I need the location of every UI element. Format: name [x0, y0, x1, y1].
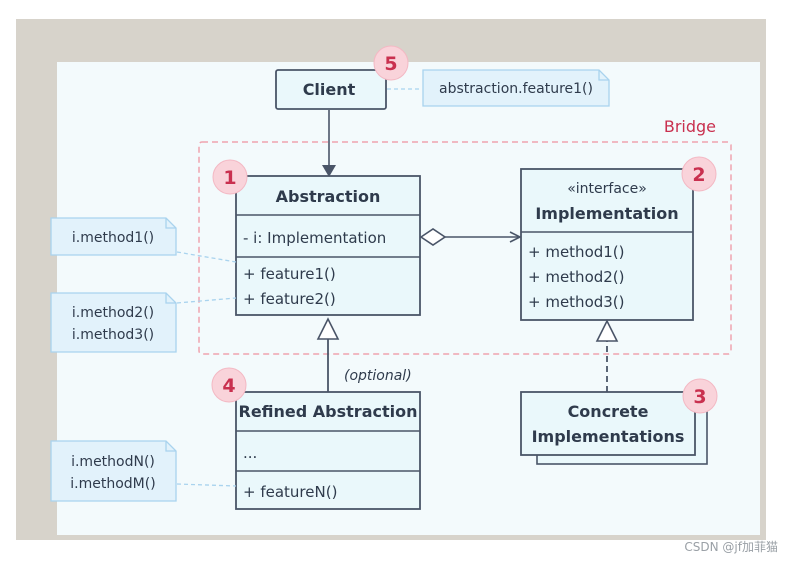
- implementation-method-1: + method1(): [528, 243, 625, 261]
- svg-text:3: 3: [693, 386, 706, 408]
- badge-5: 5: [373, 45, 409, 81]
- svg-text:i.method3(): i.method3(): [72, 327, 154, 343]
- inheritance-arrow: [316, 317, 340, 392]
- refined-title: Refined Abstraction: [239, 402, 418, 421]
- realization-arrow: [595, 319, 619, 392]
- svg-text:1: 1: [223, 167, 236, 189]
- note-feature2-connector: [176, 297, 237, 304]
- abstraction-method-2: + feature2(): [243, 290, 336, 308]
- abstraction-method-1: + feature1(): [243, 265, 336, 283]
- implementation-method-2: + method2(): [528, 268, 625, 286]
- svg-text:2: 2: [692, 164, 705, 186]
- badge-3: 3: [682, 378, 718, 414]
- aggregation-arrow: [419, 228, 520, 246]
- watermark-text: CSDN @jf加菲猫: [684, 540, 778, 554]
- bridge-region: [198, 141, 732, 355]
- client-box[interactable]: Client: [275, 69, 387, 110]
- abstraction-box[interactable]: Abstraction - i: Implementation + featur…: [235, 175, 421, 316]
- note-featureN: i.methodN() i.methodM(): [50, 440, 177, 502]
- client-label: Client: [303, 80, 356, 99]
- optional-label: (optional): [344, 368, 412, 384]
- bridge-label: Bridge: [664, 117, 716, 136]
- svg-text:i.method2(): i.method2(): [72, 305, 154, 321]
- implementation-box[interactable]: «interface» Implementation + method1() +…: [520, 168, 694, 321]
- note-feature1: i.method1(): [50, 217, 177, 256]
- svg-text:4: 4: [222, 375, 235, 397]
- svg-text:i.methodN(): i.methodN(): [71, 454, 155, 470]
- concrete-label-line1: Concrete: [568, 402, 649, 421]
- badge-2: 2: [681, 156, 717, 192]
- refined-method: + featureN(): [243, 483, 337, 501]
- implementation-title: Implementation: [535, 204, 678, 223]
- svg-text:abstraction.feature1(): abstraction.feature1(): [439, 81, 593, 97]
- note-feature2: i.method2() i.method3(): [50, 292, 177, 353]
- abstraction-field: - i: Implementation: [243, 229, 386, 247]
- implementation-method-3: + method3(): [528, 293, 625, 311]
- svg-text:i.methodM(): i.methodM(): [70, 476, 155, 492]
- note-featureN-connector: [176, 483, 237, 487]
- implementation-stereotype: «interface»: [567, 181, 647, 197]
- refined-abstraction-box[interactable]: Refined Abstraction ... + featureN(): [235, 391, 421, 510]
- note-feature1-connector: [176, 251, 237, 263]
- refined-field: ...: [243, 444, 257, 462]
- badge-4: 4: [211, 367, 247, 403]
- svg-text:i.method1(): i.method1(): [72, 230, 154, 246]
- client-note: abstraction.feature1(): [422, 69, 610, 107]
- badge-1: 1: [212, 159, 248, 195]
- concrete-label-line2: Implementations: [532, 427, 685, 446]
- concrete-implementations-box[interactable]: Concrete Implementations: [520, 391, 708, 465]
- abstraction-title: Abstraction: [276, 187, 381, 206]
- svg-text:5: 5: [384, 53, 397, 75]
